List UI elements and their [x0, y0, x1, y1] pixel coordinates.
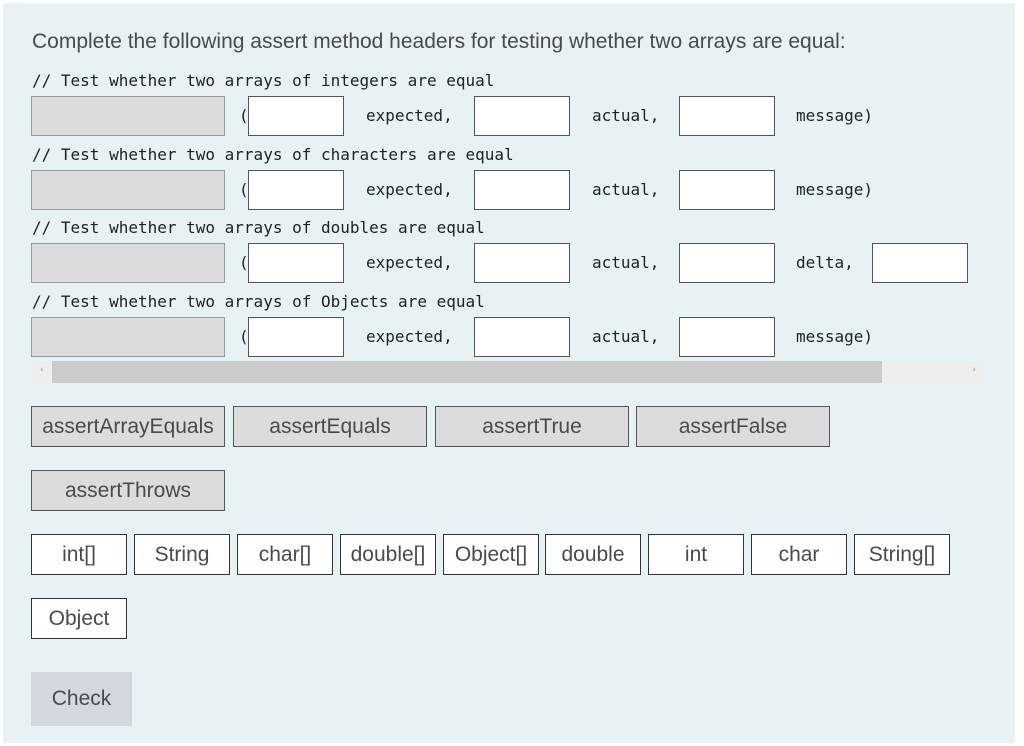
option-assert-throws[interactable]: assertThrows	[31, 470, 225, 511]
horizontal-scrollbar[interactable]: ‹ ›	[32, 361, 984, 383]
expected-type-drop-zone-objects[interactable]	[248, 317, 344, 357]
method-drop-zone-doubles[interactable]	[31, 243, 225, 283]
option-string-array[interactable]: String[]	[854, 534, 950, 575]
expected-param: expected,	[366, 180, 453, 199]
comment-characters: // Test whether two arrays of characters…	[32, 145, 514, 164]
message-param: message)	[796, 327, 874, 346]
expected-type-drop-zone-characters[interactable]	[248, 170, 344, 210]
actual-param: actual,	[592, 106, 660, 125]
message-param: message)	[796, 180, 874, 199]
option-object-array[interactable]: Object[]	[443, 534, 539, 575]
delta-param: delta,	[796, 253, 854, 272]
option-char[interactable]: char	[751, 534, 847, 575]
scroll-right-icon[interactable]: ›	[972, 365, 976, 375]
message-type-drop-zone-objects[interactable]	[679, 317, 775, 357]
actual-type-drop-zone-objects[interactable]	[474, 317, 570, 357]
open-paren: (	[239, 106, 249, 125]
option-int-array[interactable]: int[]	[31, 534, 127, 575]
actual-param: actual,	[592, 180, 660, 199]
open-paren: (	[239, 253, 249, 272]
expected-param: expected,	[366, 253, 453, 272]
method-drop-zone-integers[interactable]	[31, 96, 225, 136]
delta-type-drop-zone-doubles[interactable]	[679, 243, 775, 283]
actual-type-drop-zone-characters[interactable]	[474, 170, 570, 210]
option-assert-false[interactable]: assertFalse	[636, 406, 830, 447]
question-panel: Complete the following assert method hea…	[3, 3, 1015, 743]
code-area: // Test whether two arrays of integers a…	[3, 3, 1015, 393]
open-paren: (	[239, 327, 249, 346]
message-type-drop-zone-integers[interactable]	[679, 96, 775, 136]
option-assert-equals[interactable]: assertEquals	[233, 406, 427, 447]
expected-type-drop-zone-doubles[interactable]	[248, 243, 344, 283]
actual-type-drop-zone-doubles[interactable]	[474, 243, 570, 283]
question-prompt: Complete the following assert method hea…	[32, 30, 846, 53]
check-button[interactable]: Check	[31, 672, 132, 726]
message-type-drop-zone-characters[interactable]	[679, 170, 775, 210]
expected-type-drop-zone-integers[interactable]	[248, 96, 344, 136]
expected-param: expected,	[366, 106, 453, 125]
actual-param: actual,	[592, 327, 660, 346]
comment-doubles: // Test whether two arrays of doubles ar…	[32, 218, 485, 237]
option-int[interactable]: int	[648, 534, 744, 575]
method-drop-zone-objects[interactable]	[31, 317, 225, 357]
option-assert-true[interactable]: assertTrue	[435, 406, 629, 447]
option-object[interactable]: Object	[31, 598, 127, 639]
scroll-left-icon[interactable]: ‹	[40, 365, 44, 375]
comment-integers: // Test whether two arrays of integers a…	[32, 71, 495, 90]
comment-objects: // Test whether two arrays of Objects ar…	[32, 292, 485, 311]
option-double-array[interactable]: double[]	[340, 534, 436, 575]
actual-type-drop-zone-integers[interactable]	[474, 96, 570, 136]
message-param: message)	[796, 106, 874, 125]
open-paren: (	[239, 180, 249, 199]
scrollbar-thumb[interactable]	[52, 361, 882, 383]
option-string[interactable]: String	[134, 534, 230, 575]
option-double[interactable]: double	[545, 534, 641, 575]
actual-param: actual,	[592, 253, 660, 272]
option-char-array[interactable]: char[]	[237, 534, 333, 575]
message-type-drop-zone-doubles[interactable]	[872, 243, 968, 283]
option-assert-array-equals[interactable]: assertArrayEquals	[31, 406, 225, 447]
method-drop-zone-characters[interactable]	[31, 170, 225, 210]
expected-param: expected,	[366, 327, 453, 346]
